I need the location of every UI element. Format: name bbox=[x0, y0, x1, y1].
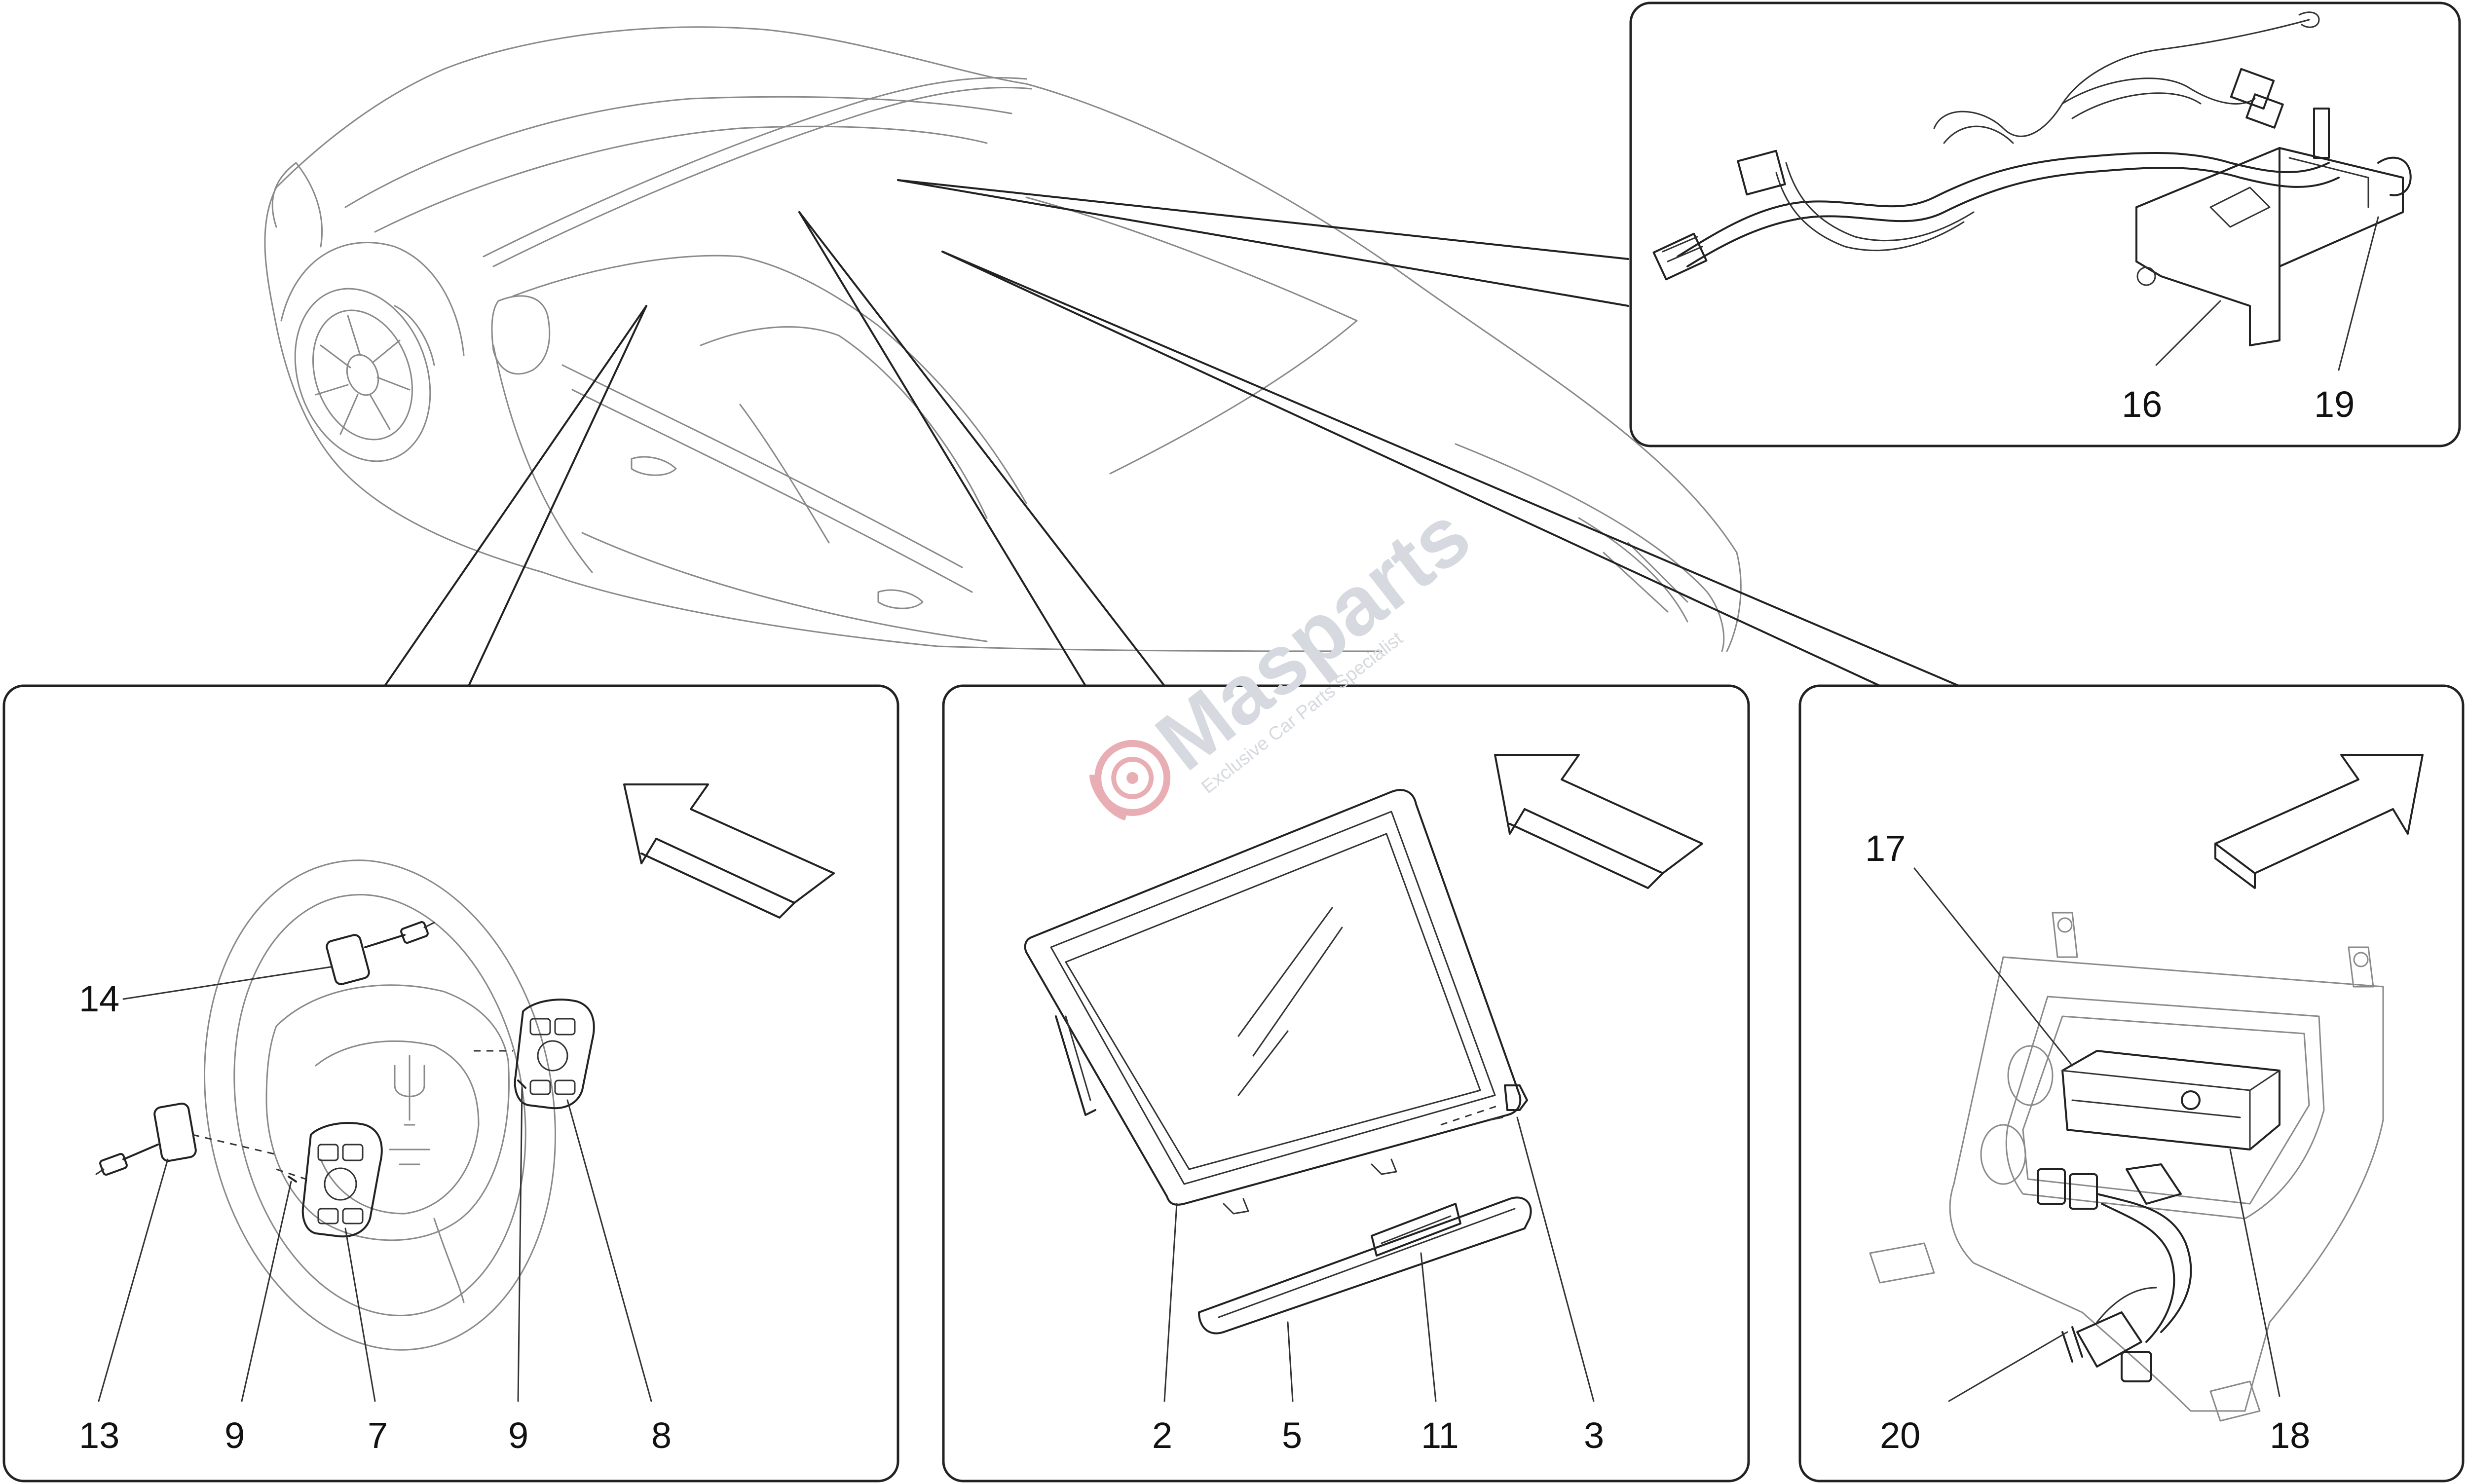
panel-top-right: 16 19 bbox=[1629, 1, 2461, 447]
callout-17: 17 bbox=[1865, 828, 1906, 869]
callout-5: 5 bbox=[1282, 1415, 1302, 1456]
display-screen bbox=[1024, 789, 1522, 1215]
callout-16: 16 bbox=[2122, 384, 2162, 425]
part-5-trim-bar bbox=[1198, 1104, 1532, 1335]
callout-9-right: 9 bbox=[508, 1415, 528, 1456]
panel-leaders bbox=[384, 179, 1960, 687]
callout-18: 18 bbox=[2270, 1415, 2310, 1456]
callout-19: 19 bbox=[2314, 384, 2355, 425]
callout-2: 2 bbox=[1152, 1415, 1172, 1456]
callout-9-left: 9 bbox=[224, 1415, 245, 1456]
direction-arrow-icon bbox=[2214, 754, 2424, 874]
part-3-screw bbox=[1489, 1084, 1528, 1121]
part-14-switch bbox=[326, 921, 435, 985]
callout-11: 11 bbox=[1421, 1415, 1459, 1456]
module-housing bbox=[1869, 912, 2384, 1422]
callout-13: 13 bbox=[79, 1415, 119, 1456]
part-20-harness bbox=[2037, 1163, 2192, 1382]
car-illustration bbox=[264, 26, 1742, 652]
wiring-harness bbox=[1652, 11, 2340, 281]
panel-left: 14 13 9 7 9 8 bbox=[2, 684, 899, 1483]
callout-20: 20 bbox=[1880, 1415, 1920, 1456]
callout-3: 3 bbox=[1584, 1415, 1604, 1456]
brake-disc-logo-icon bbox=[1089, 740, 1171, 821]
panel-right: 17 20 18 bbox=[1798, 684, 2465, 1483]
part-13-switch bbox=[95, 1102, 277, 1176]
trident-logo-icon bbox=[394, 1055, 425, 1126]
panel-center: 2 5 11 3 bbox=[942, 684, 1750, 1483]
direction-arrow-icon bbox=[623, 783, 835, 904]
part-17-module bbox=[2061, 1050, 2280, 1150]
mounting-bracket bbox=[2135, 108, 2412, 346]
callout-7: 7 bbox=[368, 1415, 388, 1456]
part-7-control-pad bbox=[276, 1122, 383, 1238]
callout-8: 8 bbox=[651, 1415, 672, 1456]
direction-arrow-icon bbox=[1494, 754, 1703, 874]
callout-14: 14 bbox=[79, 978, 119, 1019]
